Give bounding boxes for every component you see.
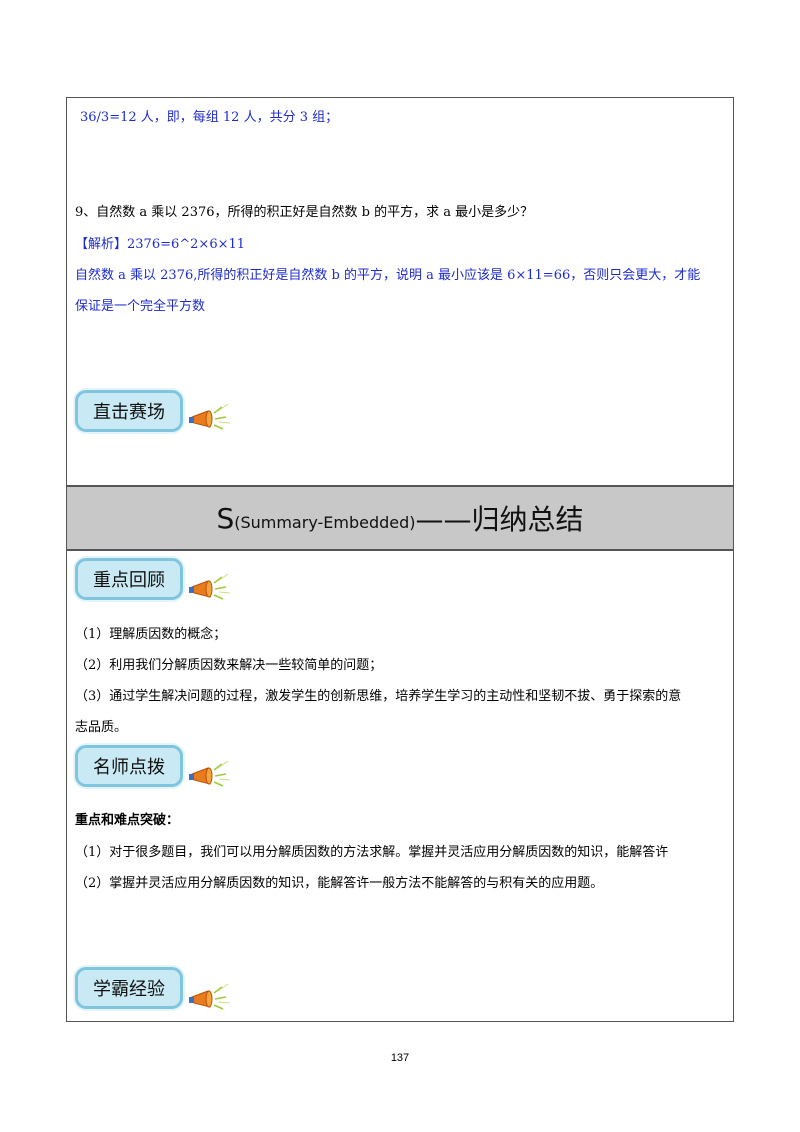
q9-question: 9、自然数 a 乘以 2376，所得的积正好是自然数 b 的平方，求 a 最小是…: [75, 205, 534, 220]
tip-1: （1）对于很多题目，我们可以用分解质因数的方法求解。掌握并灵活应用分解质因数的知…: [75, 845, 669, 860]
q9-answer-line-2: 保证是一个完全平方数: [75, 299, 206, 314]
q9-answer-line-1: 自然数 a 乘以 2376,所得的积正好是自然数 b 的平方，说明 a 最小应该…: [75, 268, 701, 283]
answer-box: [66, 97, 734, 486]
tag-experience: 学霸经验: [75, 967, 183, 1009]
key-point-2: （2）利用我们分解质因数来解决一些较简单的问题；: [75, 658, 383, 673]
banner-subtitle: (Summary-Embedded): [234, 512, 416, 532]
analysis-label: 【解析】: [75, 237, 128, 252]
tag-key-review: 重点回顾: [75, 558, 183, 600]
megaphone-icon: [189, 573, 231, 600]
summary-box: [66, 550, 734, 1022]
analysis-formula: 2376=6^2×6×11: [127, 237, 246, 252]
q9-analysis: 【解析】2376=6^2×6×11: [75, 233, 245, 252]
megaphone-icon: [189, 403, 231, 430]
banner-title: ——归纳总结: [415, 503, 584, 536]
tag-teacher-tips: 名师点拨: [75, 745, 183, 787]
key-point-3: （3）通过学生解决问题的过程，激发学生的创新思维，培养学生学习的主动性和坚韧不拔…: [75, 689, 682, 704]
summary-banner: S(Summary-Embedded)——归纳总结: [66, 486, 734, 550]
key-point-3-cont: 志品质。: [75, 720, 128, 735]
tag-competition: 直击赛场: [75, 390, 183, 432]
tip-2: （2）掌握并灵活应用分解质因数的知识，能解答许一般方法不能解答的与积有关的应用题…: [75, 876, 604, 891]
tips-heading: 重点和难点突破：: [75, 813, 180, 828]
page-number: 137: [390, 1052, 410, 1064]
banner-letter: S: [216, 501, 235, 535]
megaphone-icon: [189, 760, 231, 787]
megaphone-icon: [189, 983, 231, 1010]
q8-answer-line: 36/3=12 人，即，每组 12 人，共分 3 组；: [80, 110, 339, 125]
key-point-1: （1）理解质因数的概念；: [75, 627, 227, 642]
